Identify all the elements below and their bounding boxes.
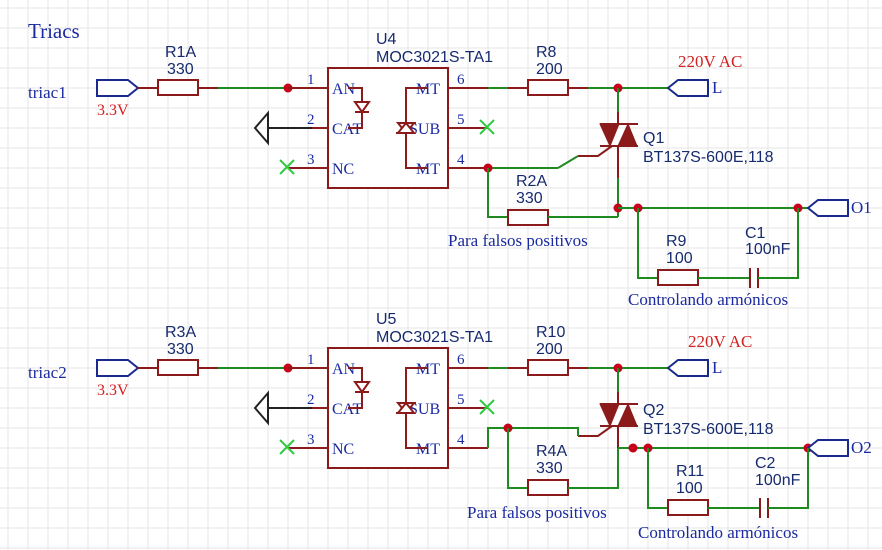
circuit-1: triac1 3.3V R1A 330 U4 MOC3021S-TA1 1 2 … bbox=[28, 31, 872, 309]
ac-label: 220V AC bbox=[678, 52, 742, 71]
resistor-r-snub[interactable] bbox=[657, 269, 699, 286]
opto-part: MOC3021S-TA1 bbox=[376, 49, 493, 66]
line-port-label: L bbox=[712, 78, 722, 97]
pin-4: 4 bbox=[457, 152, 465, 168]
line-port[interactable] bbox=[666, 79, 709, 97]
r-fp-ref: R4A bbox=[536, 443, 567, 460]
pin-3: 3 bbox=[307, 152, 315, 168]
net-label-in: triac2 bbox=[28, 363, 67, 382]
pin-2: 2 bbox=[307, 392, 315, 408]
resistor-r-fp[interactable] bbox=[507, 209, 549, 226]
no-connect-icon bbox=[479, 399, 495, 415]
pin-1: 1 bbox=[307, 72, 315, 88]
c-snub-value: 100nF bbox=[745, 241, 791, 258]
pin-name-sub: SUB bbox=[409, 121, 440, 138]
output-port[interactable] bbox=[806, 199, 849, 217]
ground-icon bbox=[253, 110, 269, 146]
r-in-value: 330 bbox=[167, 341, 194, 358]
voltage-in-label: 3.3V bbox=[97, 382, 129, 399]
ground-icon bbox=[253, 390, 269, 426]
pin-name-mt-bot: MT bbox=[416, 441, 440, 458]
c-snub-value: 100nF bbox=[755, 472, 801, 489]
no-connect-icon bbox=[279, 159, 295, 175]
no-connect-icon bbox=[279, 439, 295, 455]
pin-name-cat: CAT bbox=[332, 401, 362, 418]
pin-6: 6 bbox=[457, 352, 465, 368]
c-snub-ref: C2 bbox=[755, 455, 776, 472]
led-icon bbox=[353, 101, 371, 114]
r-snub-value: 100 bbox=[666, 250, 693, 267]
line-port-label: L bbox=[712, 358, 722, 377]
circuit-2: triac2 3.3V R3A 330 U5 MOC3021S-TA1 1 2 … bbox=[28, 311, 872, 542]
triac-icon[interactable] bbox=[599, 403, 620, 428]
pin-name-mt-bot: MT bbox=[416, 161, 440, 178]
fp-note: Para falsos positivos bbox=[467, 503, 607, 522]
pin-1: 1 bbox=[307, 352, 315, 368]
c-snub-ref: C1 bbox=[745, 225, 766, 242]
r-in-value: 330 bbox=[167, 61, 194, 78]
pin-5: 5 bbox=[457, 112, 465, 128]
resistor-r-in[interactable] bbox=[157, 79, 199, 96]
pin-4: 4 bbox=[457, 432, 465, 448]
opto-part: MOC3021S-TA1 bbox=[376, 329, 493, 346]
pin-name-an: AN bbox=[332, 81, 356, 98]
output-port-label: O1 bbox=[851, 198, 872, 217]
resistor-r-snub[interactable] bbox=[667, 499, 709, 516]
opto-ref: U4 bbox=[376, 31, 397, 48]
r-in-ref: R3A bbox=[165, 324, 196, 341]
r-snub-ref: R9 bbox=[666, 233, 687, 250]
pin-name-mt-top: MT bbox=[416, 81, 440, 98]
triac-ref: Q1 bbox=[643, 130, 664, 147]
output-port[interactable] bbox=[806, 439, 849, 457]
pin-2: 2 bbox=[307, 112, 315, 128]
pin-name-sub: SUB bbox=[409, 401, 440, 418]
pin-name-cat: CAT bbox=[332, 121, 362, 138]
r-gate-ref: R8 bbox=[536, 44, 557, 61]
snub-note: Controlando armónicos bbox=[638, 523, 798, 542]
resistor-r-fp[interactable] bbox=[527, 479, 569, 496]
triac-icon[interactable] bbox=[599, 123, 620, 148]
no-connect-icon bbox=[479, 119, 495, 135]
triac-part: BT137S-600E,118 bbox=[643, 149, 774, 166]
pin-6: 6 bbox=[457, 72, 465, 88]
net-label-in: triac1 bbox=[28, 83, 67, 102]
opto-ref: U5 bbox=[376, 311, 397, 328]
line-port[interactable] bbox=[666, 359, 709, 377]
snub-note: Controlando armónicos bbox=[628, 290, 788, 309]
r-fp-value: 330 bbox=[516, 190, 543, 207]
triac-ref: Q2 bbox=[643, 402, 664, 419]
pin-name-an: AN bbox=[332, 361, 356, 378]
pin-3: 3 bbox=[307, 432, 315, 448]
r-fp-value: 330 bbox=[536, 460, 563, 477]
resistor-r-gate[interactable] bbox=[527, 359, 569, 376]
input-port[interactable] bbox=[96, 79, 140, 97]
pin-name-nc: NC bbox=[332, 161, 354, 178]
ac-label: 220V AC bbox=[688, 332, 752, 351]
r-gate-ref: R10 bbox=[536, 324, 565, 341]
pin-5: 5 bbox=[457, 392, 465, 408]
r-snub-value: 100 bbox=[676, 480, 703, 497]
triac-part: BT137S-600E,118 bbox=[643, 421, 774, 438]
r-in-ref: R1A bbox=[165, 44, 196, 61]
fp-note: Para falsos positivos bbox=[448, 231, 588, 250]
input-port[interactable] bbox=[96, 359, 140, 377]
r-gate-value: 200 bbox=[536, 341, 563, 358]
r-fp-ref: R2A bbox=[516, 173, 547, 190]
resistor-r-gate[interactable] bbox=[527, 79, 569, 96]
voltage-in-label: 3.3V bbox=[97, 102, 129, 119]
pin-name-nc: NC bbox=[332, 441, 354, 458]
sheet-title: Triacs bbox=[28, 19, 80, 43]
output-port-label: O2 bbox=[851, 438, 872, 457]
r-gate-value: 200 bbox=[536, 61, 563, 78]
r-snub-ref: R11 bbox=[676, 463, 704, 480]
resistor-r-in[interactable] bbox=[157, 359, 199, 376]
pin-name-mt-top: MT bbox=[416, 361, 440, 378]
led-icon bbox=[353, 381, 371, 394]
